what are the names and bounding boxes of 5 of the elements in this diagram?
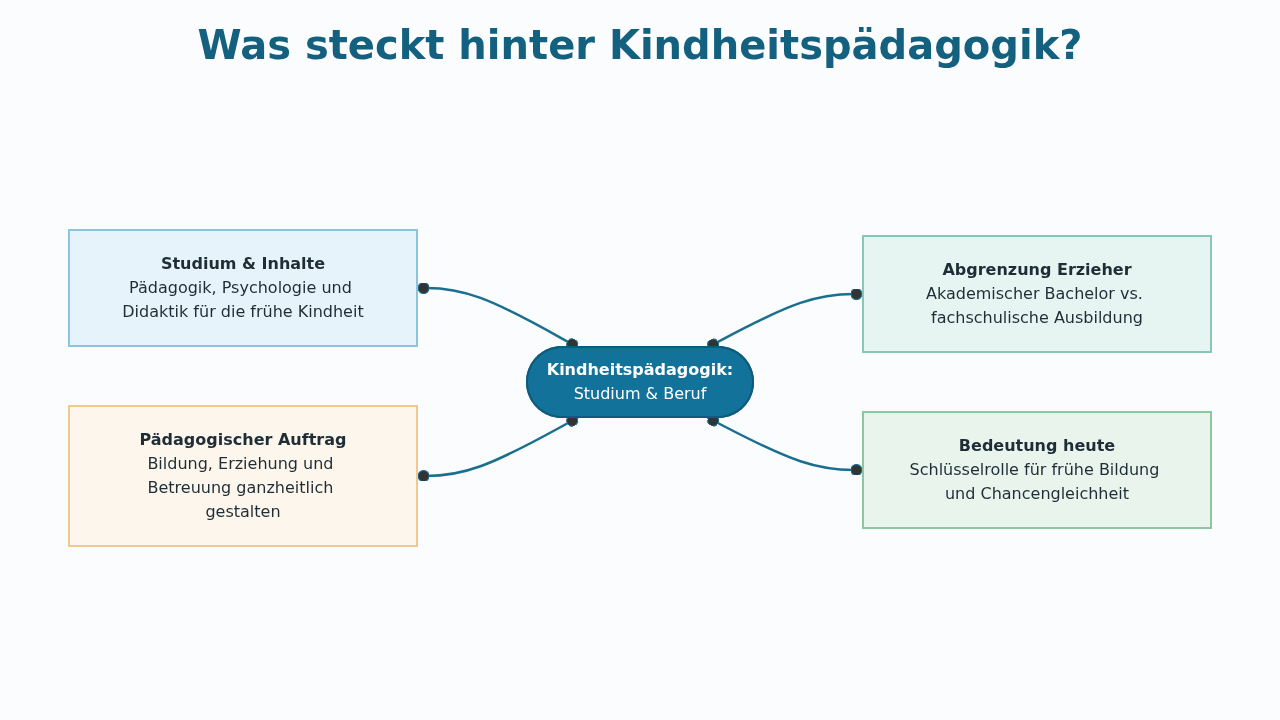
node-box: Studium & Inhalte Pädagogik, Psychologie und Didaktik für die frühe Kindheit: [68, 229, 418, 347]
node-box: Abgrenzung Erzieher Akademischer Bachelor vs. fachschulische Ausbildung: [862, 235, 1212, 353]
node-box: Pädagogischer Auftrag Bildung, Erziehung und Betreuung ganzheitlich gestalten: [68, 405, 418, 547]
node-box: Bedeutung heute Schlüsselrolle für frühe Bildung und Chancengleichheit: [862, 411, 1212, 529]
title: Was steckt hinter Kindheitspädagogik?: [196, 21, 1084, 70]
